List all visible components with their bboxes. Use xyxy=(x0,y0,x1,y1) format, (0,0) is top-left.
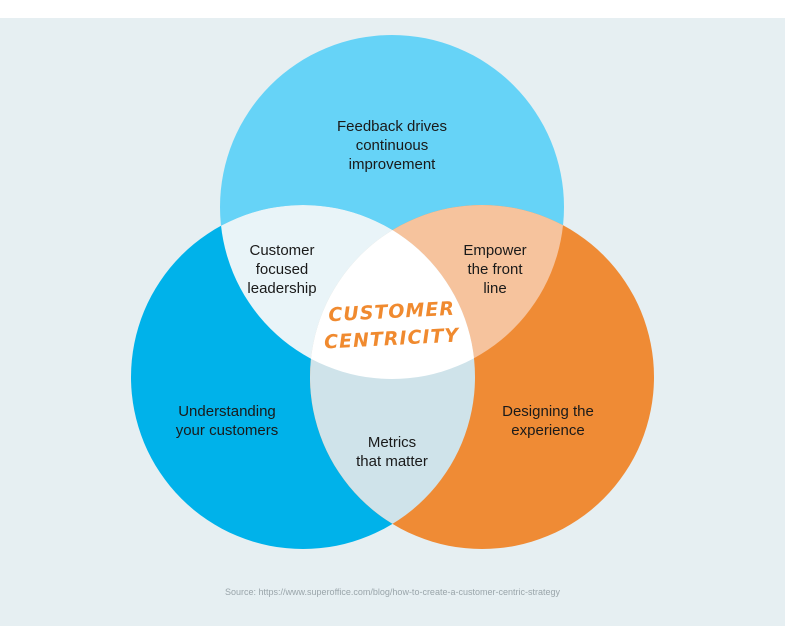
top-circle-label-line-1: Feedback drives xyxy=(337,118,447,135)
right-circle-label-line-2: experience xyxy=(511,422,584,439)
left-circle-label-line-2: your customers xyxy=(176,422,279,439)
top-circle-label-line-3: improvement xyxy=(349,156,437,173)
top-right-overlap-label-line-1: Empower xyxy=(463,242,526,259)
bottom-overlap-label-line-2: that matter xyxy=(356,453,428,470)
top-left-overlap-label-line-1: Customer xyxy=(249,242,314,259)
left-circle-label-line-1: Understanding xyxy=(178,403,276,420)
top-left-overlap-label-line-3: leadership xyxy=(247,280,316,297)
top-right-overlap-label-line-2: the front xyxy=(467,261,523,278)
top-circle-label-line-2: continuous xyxy=(356,137,429,154)
top-right-overlap-label-line-3: line xyxy=(483,280,506,297)
top-left-overlap-label-line-2: focused xyxy=(256,261,309,278)
center-overlap xyxy=(310,205,475,379)
right-circle-label-line-1: Designing the xyxy=(502,403,594,420)
bottom-overlap-label-line-1: Metrics xyxy=(368,434,416,451)
source-caption: Source: https://www.superoffice.com/blog… xyxy=(225,587,560,597)
